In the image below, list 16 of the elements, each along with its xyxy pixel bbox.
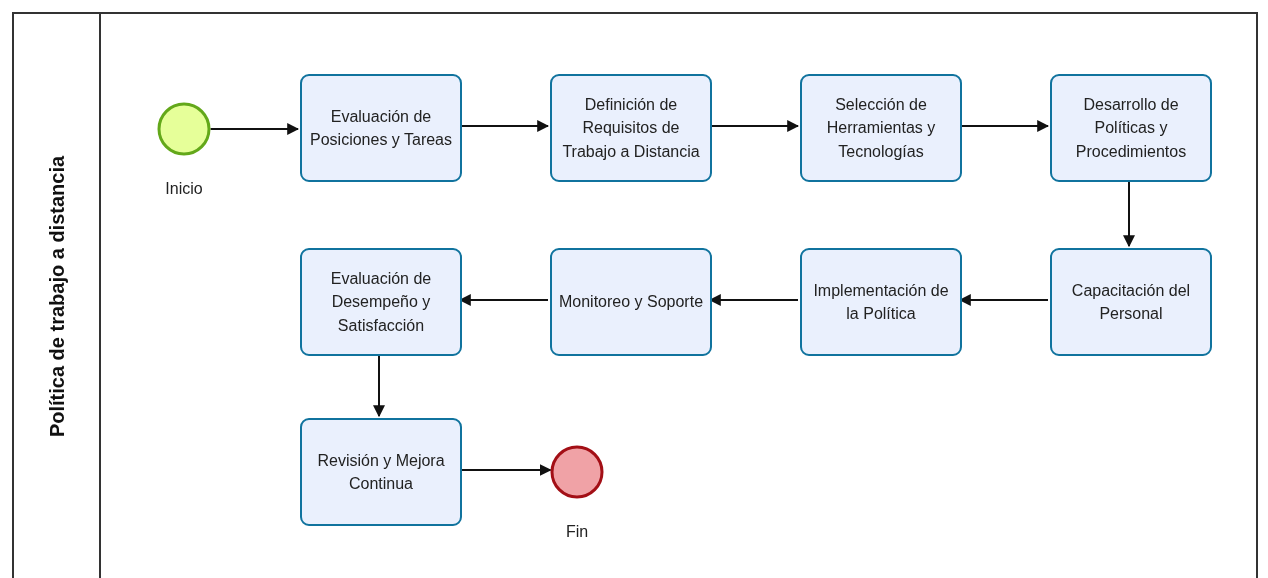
task-box: Monitoreo y Soporte — [550, 248, 712, 356]
arrow — [1123, 179, 1135, 248]
arrow — [373, 353, 385, 418]
pool-frame — [12, 12, 1258, 578]
task-box: Revisión y Mejora Continua — [300, 418, 462, 526]
task-box: Evaluación de Posiciones y Tareas — [300, 74, 462, 182]
task-box: Capacitación del Personal — [1050, 248, 1212, 356]
task-box: Evaluación de Desempeño y Satisfacción — [300, 248, 462, 356]
event-label: Inicio — [165, 180, 203, 198]
task-box: Definición de Requisitos de Trabajo a Distancia — [550, 74, 712, 182]
task-box: Implementación de la Política — [800, 248, 962, 356]
task-box: Selección de Herramientas y Tecnologías — [800, 74, 962, 182]
event-label: Fin — [565, 523, 589, 541]
arrow — [209, 123, 300, 135]
task-box: Desarrollo de Políticas y Procedimientos — [1050, 74, 1212, 182]
pool-title: Política de trabajo a distancia — [46, 155, 70, 437]
